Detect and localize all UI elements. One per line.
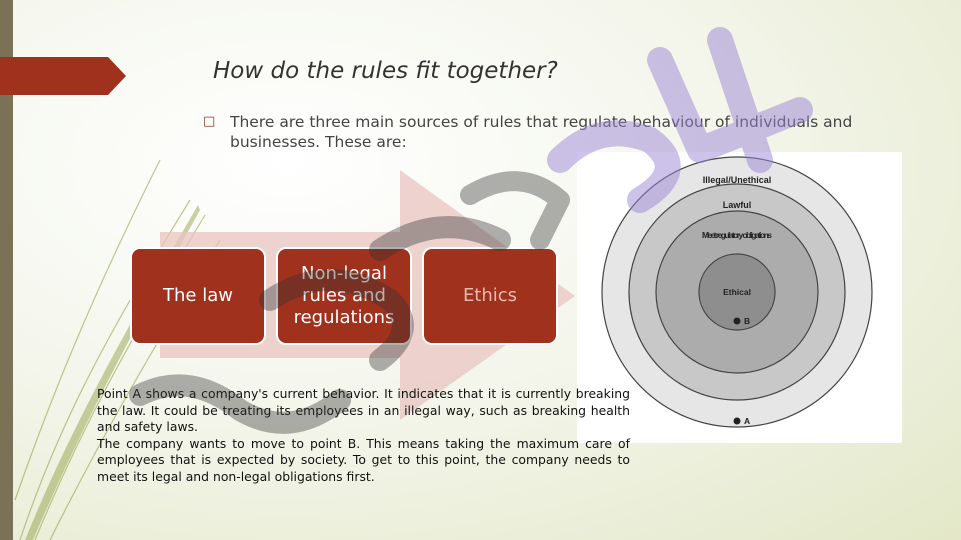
- title-accent-tab: [0, 57, 126, 95]
- explanation-paragraph: The company wants to move to point B. Th…: [97, 435, 630, 484]
- point-label: A: [744, 416, 750, 426]
- point-label: B: [744, 316, 750, 326]
- concentric-rings-diagram: Illegal/Unethical Lawful Meet regulatory…: [577, 152, 902, 443]
- slide-title: How do the rules fit together?: [213, 58, 558, 84]
- explanation-paragraph: Point A shows a company's current behavi…: [97, 386, 630, 434]
- source-label: The law: [163, 285, 233, 306]
- source-label: Ethics: [462, 285, 518, 306]
- source-box-law: The law: [130, 247, 266, 345]
- source-box-non-legal: Non-legal rules and regulations: [276, 247, 412, 345]
- bullet-marker: □: [203, 114, 216, 129]
- ring-label: Ethical: [723, 287, 751, 297]
- source-label: Non-legal rules and regulations: [293, 263, 395, 328]
- source-box-ethics: Ethics: [422, 247, 558, 345]
- explanation-text: Point A shows a company's current behavi…: [97, 386, 630, 485]
- ring-label: Illegal/Unethical: [703, 175, 772, 185]
- ring-label: Meet regulatory obligations: [702, 230, 772, 240]
- ring-label: Lawful: [723, 200, 752, 210]
- left-sidebar-bar: [0, 0, 13, 540]
